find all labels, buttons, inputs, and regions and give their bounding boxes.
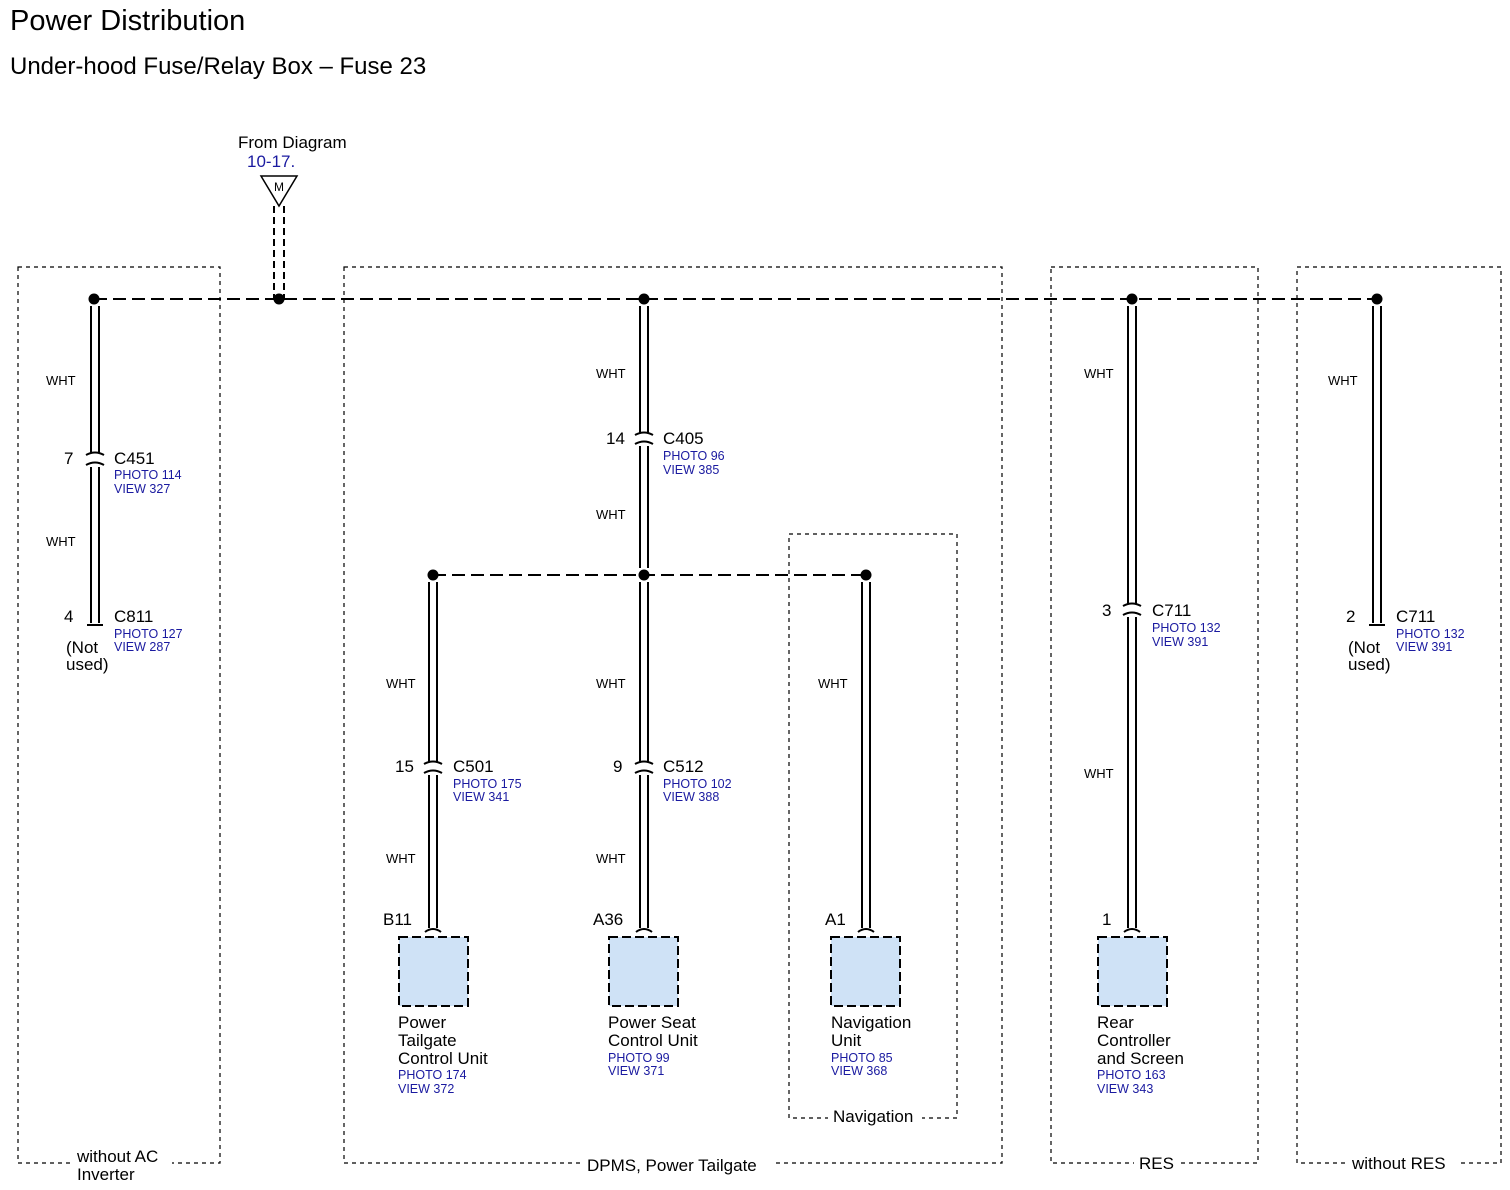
rear-pin: 1 [1102,910,1111,929]
seat-view-link[interactable]: VIEW 371 [608,1064,664,1078]
region-label-navigation: Navigation [833,1107,913,1126]
source-label: From Diagram [238,133,347,152]
pin-cup-tailgate [424,928,442,933]
tailgate-name-line2: Tailgate [398,1031,457,1050]
wire-color-label: WHT [1084,366,1114,381]
rear-photo-link[interactable]: PHOTO 163 [1097,1068,1166,1082]
tailgate-view-link[interactable]: VIEW 372 [398,1082,454,1096]
c711-res-view-link[interactable]: VIEW 391 [1152,635,1208,649]
c451-pin: 7 [64,449,73,468]
pin-cup-navigation [857,928,875,933]
wire-color-label: WHT [818,676,848,691]
c711-without-res-name: C711 [1396,607,1435,626]
c811-not-used-note: (Not [66,638,98,657]
vertical-wires [90,306,1382,928]
pin-cup-rear [1123,928,1141,933]
c811-view-link[interactable]: VIEW 287 [114,640,170,654]
c405-view-link[interactable]: VIEW 385 [663,463,719,477]
wire-color-label: WHT [596,676,626,691]
c512-view-link[interactable]: VIEW 388 [663,790,719,804]
rear-name-line2: Controller [1097,1031,1171,1050]
region-label-res: RES [1139,1154,1174,1173]
source-marker-letter: M [274,180,284,194]
wire-color-label: WHT [596,851,626,866]
page-subtitle: Under-hood Fuse/Relay Box – Fuse 23 [10,53,426,80]
c711-without-res-pin: 2 [1346,607,1355,626]
wire-color-label: WHT [46,534,76,549]
power-seat-control-unit[interactable] [608,936,679,1007]
region-without-res [1296,266,1502,1164]
wire-color-label: WHT [596,507,626,522]
region-label-without-ac: without AC [76,1147,158,1166]
region-label-dpms: DPMS, Power Tailgate [587,1156,757,1175]
c711-res-name: C711 [1152,601,1191,620]
seat-pin: A36 [593,910,623,929]
c451-name: C451 [114,449,155,468]
rear-view-link[interactable]: VIEW 343 [1097,1082,1153,1096]
region-res [1050,266,1259,1164]
c512-pin: 9 [613,757,622,776]
region-label-without-res: without RES [1351,1154,1446,1173]
c811-pin: 4 [64,607,73,626]
region-without-ac-inverter [17,266,221,1164]
source-feed-wire [273,206,285,298]
navigation-unit[interactable] [830,936,901,1007]
tailgate-name-line3: Control Unit [398,1049,488,1068]
power-tailgate-control-unit[interactable] [398,936,469,1007]
c512-name: C512 [663,757,704,776]
c811-photo-link[interactable]: PHOTO 127 [114,627,183,641]
pin-cup-seat [635,928,653,933]
wire-color-label: WHT [386,676,416,691]
tailgate-pin: B11 [383,910,412,929]
wire-color-label: WHT [1328,373,1358,388]
c512-photo-link[interactable]: PHOTO 102 [663,777,732,791]
c501-name: C501 [453,757,494,776]
c811-name: C811 [114,607,153,626]
c711-without-res-view-link[interactable]: VIEW 391 [1396,640,1452,654]
c405-pin: 14 [606,429,625,448]
c711-not-used-note: used) [1348,655,1391,674]
connector-c501-icon [423,760,443,774]
page-title: Power Distribution [10,5,245,37]
tailgate-photo-link[interactable]: PHOTO 174 [398,1068,467,1082]
wire-color-label: WHT [1084,766,1114,781]
rear-name-line3: and Screen [1097,1049,1184,1068]
rear-controller-and-screen[interactable] [1097,936,1168,1007]
source-diagram-ref[interactable]: 10-17. [247,152,295,171]
wire-color-label: WHT [596,366,626,381]
connector-c451-icon [85,451,105,466]
c711-without-res-photo-link[interactable]: PHOTO 132 [1396,627,1465,641]
region-label-inverter: Inverter [77,1165,135,1184]
c501-pin: 15 [395,757,414,776]
connector-c405-icon [634,431,654,445]
tailgate-name-line1: Power [398,1013,447,1032]
c451-view-link[interactable]: VIEW 327 [114,482,170,496]
c451-photo-link[interactable]: PHOTO 114 [114,468,182,482]
c711-res-photo-link[interactable]: PHOTO 132 [1152,621,1221,635]
navigation-pin: A1 [825,910,846,929]
connector-c711-icon [1122,602,1142,616]
seat-name-line1: Power Seat [608,1013,696,1032]
c711-not-used-note: (Not [1348,638,1380,657]
navigation-name-line2: Unit [831,1031,862,1050]
c405-photo-link[interactable]: PHOTO 96 [663,449,725,463]
splice-dots [88,293,1383,581]
navigation-name-line1: Navigation [831,1013,911,1032]
navigation-view-link[interactable]: VIEW 368 [831,1064,887,1078]
rear-name-line1: Rear [1097,1013,1134,1032]
seat-name-line2: Control Unit [608,1031,698,1050]
connector-c512-icon [634,760,654,774]
source-marker-icon: M [259,175,299,208]
seat-photo-link[interactable]: PHOTO 99 [608,1051,670,1065]
c501-photo-link[interactable]: PHOTO 175 [453,777,522,791]
c405-name: C405 [663,429,704,448]
navigation-photo-link[interactable]: PHOTO 85 [831,1051,893,1065]
c811-not-used-note: used) [66,655,109,674]
wire-color-label: WHT [46,373,76,388]
wire-color-label: WHT [386,851,416,866]
c711-res-pin: 3 [1102,601,1111,620]
c501-view-link[interactable]: VIEW 341 [453,790,509,804]
